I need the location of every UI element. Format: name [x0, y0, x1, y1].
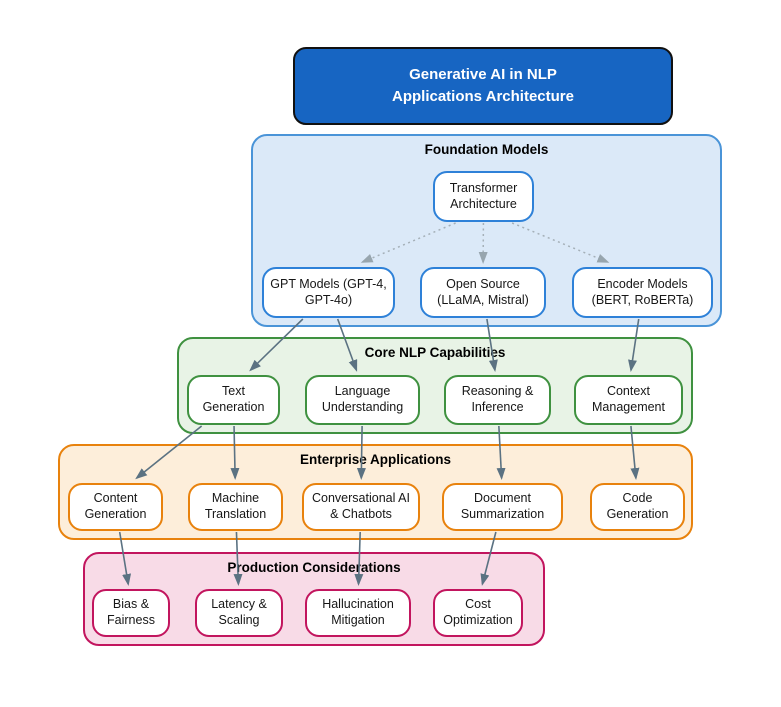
node-machine-translation: Machine Translation	[188, 483, 283, 531]
node-hallucination-mitigation: Hallucination Mitigation	[305, 589, 411, 637]
node-language-understanding: Language Understanding	[305, 375, 420, 425]
node-encoder-models: Encoder Models (BERT, RoBERTa)	[572, 267, 713, 318]
node-transformer-architecture: Transformer Architecture	[433, 171, 534, 222]
node-text-generation: Text Generation	[187, 375, 280, 425]
section-label-foundation: Foundation Models	[424, 142, 549, 157]
node-latency-scaling: Latency & Scaling	[195, 589, 283, 637]
node-code-generation: Code Generation	[590, 483, 685, 531]
node-gpt-models: GPT Models (GPT-4, GPT-4o)	[262, 267, 395, 318]
section-label-core: Core NLP Capabilities	[364, 345, 506, 360]
node-content-generation: Content Generation	[68, 483, 163, 531]
node-document-summarization: Document Summarization	[442, 483, 563, 531]
section-label-enterprise: Enterprise Applications	[299, 452, 452, 467]
node-open-source-models: Open Source (LLaMA, Mistral)	[420, 267, 546, 318]
node-cost-optimization: Cost Optimization	[433, 589, 523, 637]
node-conversational-ai-chatbots: Conversational AI & Chatbots	[302, 483, 420, 531]
node-reasoning-inference: Reasoning & Inference	[444, 375, 551, 425]
diagram-title: Generative AI in NLP Applications Archit…	[293, 47, 673, 125]
node-context-management: Context Management	[574, 375, 683, 425]
section-label-production: Production Considerations	[227, 560, 401, 575]
node-bias-fairness: Bias & Fairness	[92, 589, 170, 637]
